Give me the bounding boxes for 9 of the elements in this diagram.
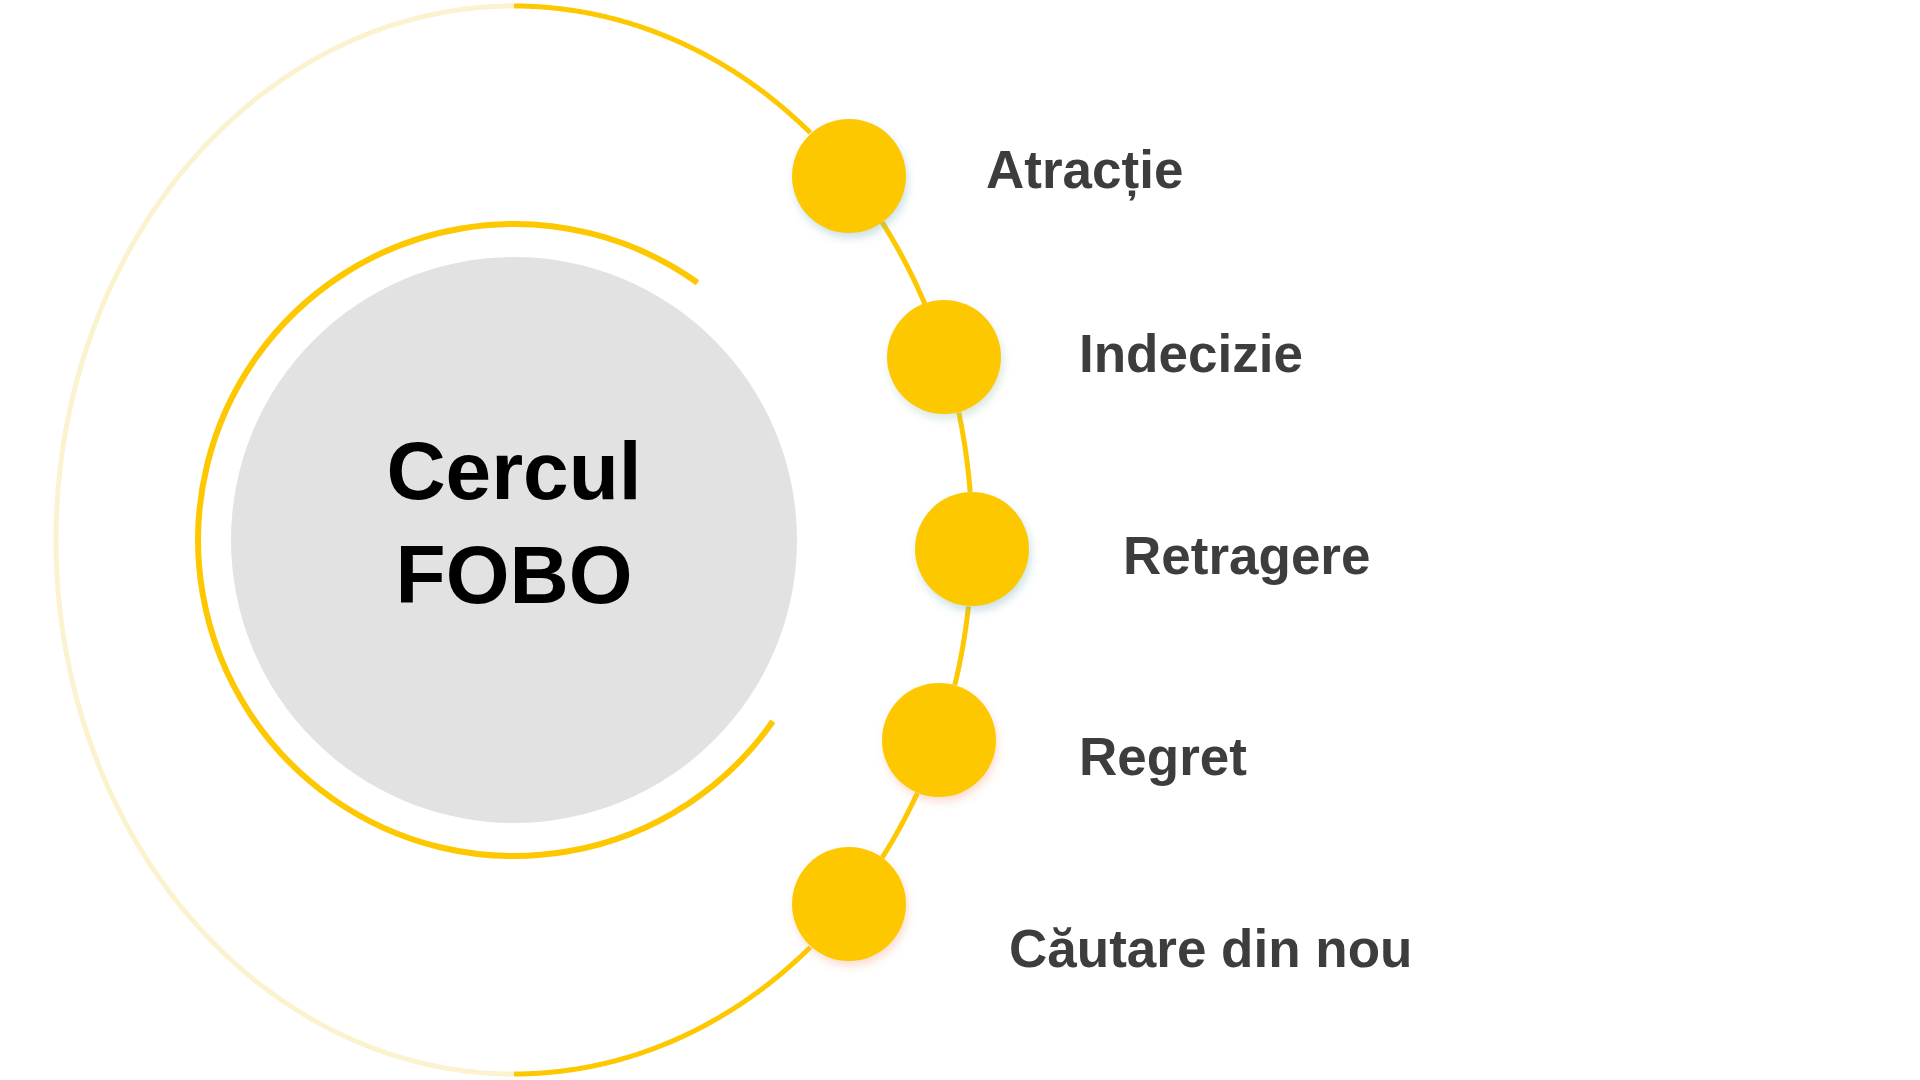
circle-title: Cercul FOBO <box>385 424 643 622</box>
step-label: Atracție <box>986 139 1184 201</box>
step-label: Regret <box>1079 726 1247 788</box>
step-label: Căutare din nou <box>1009 918 1413 980</box>
step-label: Indecizie <box>1079 323 1303 385</box>
arc-connector <box>880 791 920 860</box>
arc-connector <box>952 604 971 687</box>
arc-connector <box>956 410 973 495</box>
step-label: Retragere <box>1123 525 1371 587</box>
